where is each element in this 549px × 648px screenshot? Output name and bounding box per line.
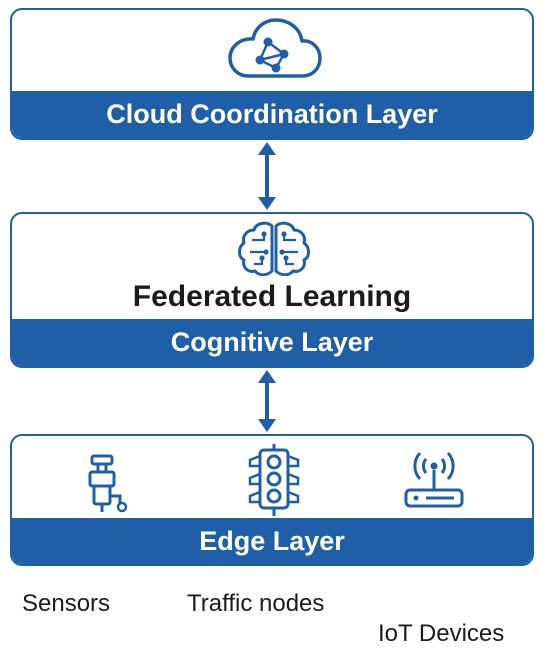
cognitive-layer-title: Cognitive Layer	[12, 319, 532, 366]
bidirectional-arrow-icon	[258, 370, 276, 432]
federated-learning-heading: Federated Learning	[132, 280, 412, 313]
cognitive-layer-box: Federated Learning Cognitive Layer	[10, 212, 534, 368]
traffic-light-icon	[248, 444, 300, 516]
sensor-icon	[88, 454, 128, 513]
edge-layer-box: Edge Layer	[10, 434, 534, 566]
iot-devices-label: IoT Devices	[378, 620, 505, 647]
traffic-nodes-label: Traffic nodes	[187, 590, 325, 617]
cloud-network-icon	[228, 18, 322, 78]
cloud-coordination-layer-box: Cloud Coordination Layer	[10, 8, 534, 140]
sensors-label: Sensors	[22, 590, 111, 617]
cloud-layer-title: Cloud Coordination Layer	[12, 91, 532, 138]
edge-layer-title: Edge Layer	[12, 518, 532, 564]
wifi-router-icon	[404, 451, 464, 508]
brain-circuit-icon	[238, 221, 310, 276]
bidirectional-arrow-icon	[258, 142, 276, 210]
